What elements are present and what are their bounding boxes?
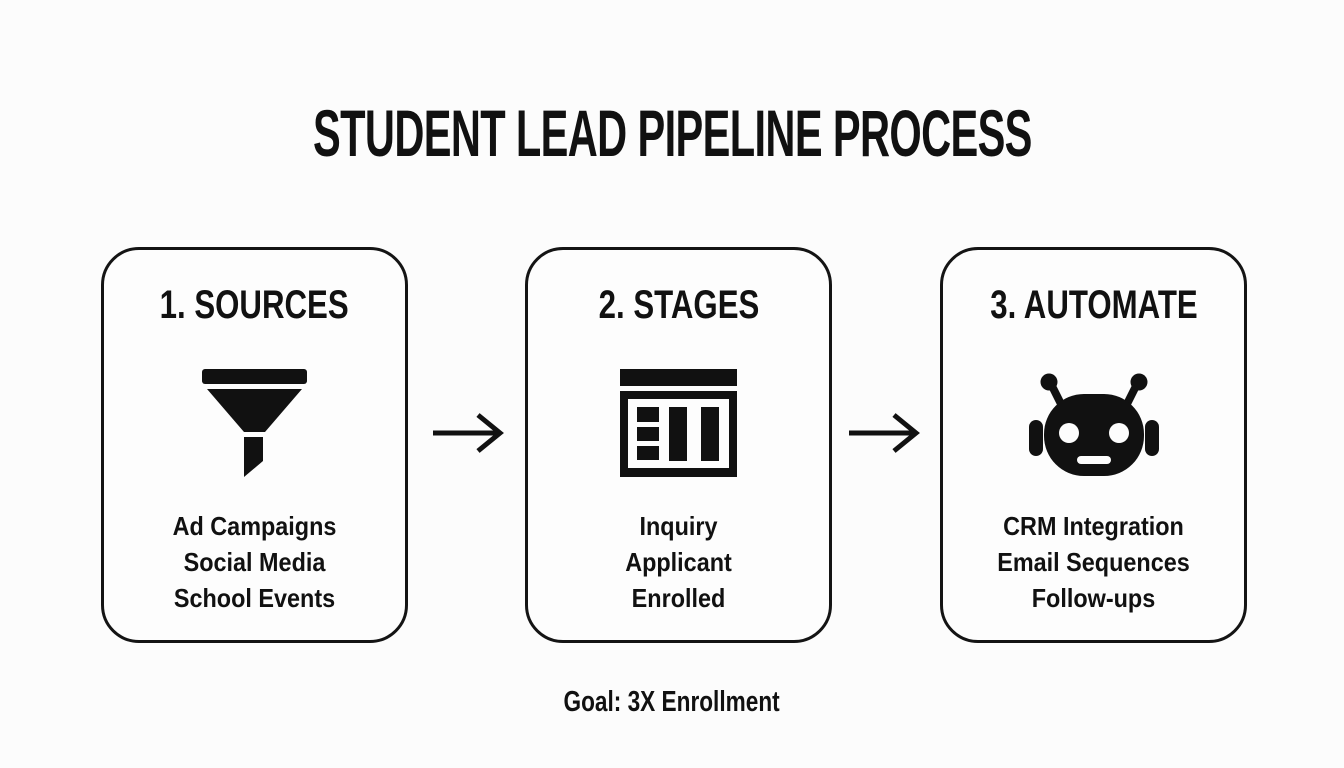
kanban-board-icon: [528, 368, 829, 478]
list-item: Applicant: [625, 547, 732, 577]
arrow-right-icon: [430, 408, 510, 458]
card-automate-items: CRM Integration Email Sequences Follow-u…: [943, 508, 1244, 616]
card-sources: 1. SOURCES Ad Campaigns Social Media Sch…: [101, 247, 408, 643]
list-item: Inquiry: [639, 511, 718, 541]
list-item: Ad Campaigns: [172, 511, 337, 541]
card-automate-heading: 3. AUTOMATE: [989, 283, 1198, 327]
card-sources-items: Ad Campaigns Social Media School Events: [104, 508, 405, 616]
arrow-right-icon: [846, 408, 926, 458]
card-sources-heading: 1. SOURCES: [159, 283, 349, 327]
card-automate: 3. AUTOMATE CRM Integration Email Sequen…: [940, 247, 1247, 643]
funnel-icon: [104, 368, 405, 478]
card-stages: 2. STAGES Inquiry Applicant Enrolled: [525, 247, 832, 643]
card-stages-heading: 2. STAGES: [598, 283, 759, 327]
list-item: Enrolled: [631, 583, 726, 613]
list-item: School Events: [173, 583, 336, 613]
goal-caption: Goal: 3X Enrollment: [563, 686, 781, 718]
list-item: Email Sequences: [997, 547, 1190, 577]
list-item: Follow-ups: [1031, 583, 1156, 613]
list-item: CRM Integration: [1003, 511, 1184, 541]
robot-icon: [943, 368, 1244, 478]
card-stages-items: Inquiry Applicant Enrolled: [528, 508, 829, 616]
page-title: STUDENT LEAD PIPELINE PROCESS: [312, 96, 1032, 170]
list-item: Social Media: [183, 547, 326, 577]
